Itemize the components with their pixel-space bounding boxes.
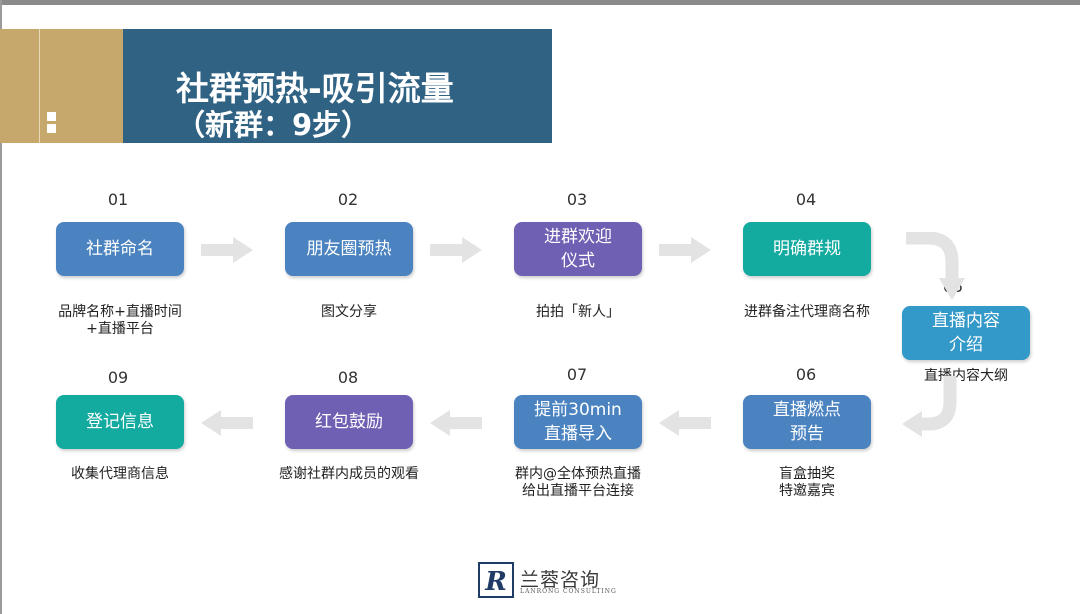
left-border [0, 0, 2, 614]
step-number-02: 02 [337, 190, 359, 209]
step-number-04: 04 [795, 190, 817, 209]
step-box-04: 明确群规 [743, 222, 871, 276]
step-label-03: 进群欢迎仪式 [544, 227, 612, 271]
step-box-03: 进群欢迎仪式 [514, 222, 642, 276]
arrow-left-icon [430, 410, 482, 436]
step-box-06: 直播燃点预告 [743, 395, 871, 449]
page-subtitle: （新群：9步） [176, 108, 371, 142]
curved-arrow-down-icon [906, 232, 965, 300]
step-number-07: 07 [566, 365, 588, 384]
step-caption-06: 盲盒抽奖特邀嘉宾 [779, 466, 835, 499]
arrow-right-icon [659, 237, 711, 263]
step-number-08: 08 [337, 368, 359, 387]
company-name: 兰蓉咨询 [520, 569, 601, 591]
curved-arrow-left-icon [902, 376, 957, 437]
step-box-02: 朋友圈预热 [285, 222, 413, 276]
company-name-english: LANRONG CONSULTING [520, 588, 617, 595]
step-box-05: 直播内容介绍 [902, 306, 1030, 360]
header-accent-square-top [47, 112, 56, 121]
step-caption-09: 收集代理商信息 [71, 466, 169, 482]
arrow-right-icon [430, 237, 482, 263]
arrow-right-icon [201, 237, 253, 263]
step-box-09: 登记信息 [56, 395, 184, 449]
step-caption-01: 品牌名称+直播时间+直播平台 [58, 304, 182, 337]
step-label-09: 登记信息 [86, 412, 154, 432]
step-caption-04: 进群备注代理商名称 [744, 304, 870, 320]
step-number-03: 03 [566, 190, 588, 209]
step-number-01: 01 [107, 190, 129, 209]
step-caption-07: 群内@全体预热直播给出直播平台连接 [515, 466, 641, 499]
step-box-08: 红包鼓励 [285, 395, 413, 449]
top-border [0, 0, 1080, 5]
page-title: 社群预热-吸引流量 [176, 69, 454, 108]
step-label-04: 明确群规 [773, 239, 841, 259]
step-box-01: 社群命名 [56, 222, 184, 276]
step-caption-03: 拍拍「新人」 [536, 304, 620, 320]
step-label-06: 直播燃点预告 [773, 400, 841, 444]
header-accent-line [39, 29, 40, 143]
company-logo-icon: R [478, 562, 514, 598]
step-label-01: 社群命名 [86, 239, 154, 259]
step-number-09: 09 [107, 368, 129, 387]
header-banner [123, 29, 552, 143]
header-accent-square-bottom [47, 124, 56, 133]
step-caption-08: 感谢社群内成员的观看 [279, 466, 419, 482]
step-label-02: 朋友圈预热 [306, 239, 392, 259]
step-label-05: 直播内容介绍 [932, 311, 1000, 355]
step-caption-02: 图文分享 [321, 304, 377, 320]
step-number-06: 06 [795, 365, 817, 384]
arrow-left-icon [659, 410, 711, 436]
svg-text:R: R [484, 567, 507, 597]
arrow-left-icon [201, 410, 253, 436]
header-accent [0, 29, 123, 143]
step-label-08: 红包鼓励 [315, 412, 383, 432]
